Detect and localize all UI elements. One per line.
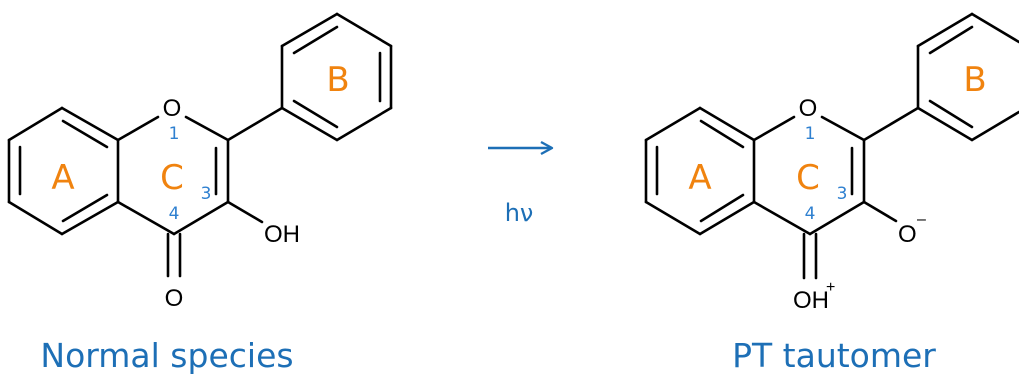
normal-position-1-label: 1 — [169, 124, 180, 144]
pt-ring-c-bonds — [752, 115, 866, 236]
pt-protonated-carbonyl-bond — [802, 232, 818, 280]
pt-tautomer-structure: O O – OH + A C B 1 3 4 — [644, 12, 1019, 314]
pt-plus-charge: + — [826, 279, 835, 296]
normal-carbonyl-oxygen: O — [165, 285, 184, 312]
reaction-arrow — [488, 140, 554, 156]
normal-c2-phenyl-bond — [226, 106, 284, 142]
normal-species-structure: O OH O A C B 1 3 4 — [7, 12, 393, 312]
pt-ring-oxygen: O — [799, 95, 818, 122]
normal-ring-c-label: C — [160, 158, 184, 198]
normal-hydroxyl-label: OH — [264, 221, 300, 248]
normal-ring-c-bonds — [116, 115, 230, 236]
pt-oxide-bond — [862, 200, 898, 223]
normal-position-4-label: 4 — [169, 204, 180, 224]
pt-ring-b-label: B — [963, 60, 986, 100]
pt-position-1-label: 1 — [805, 124, 816, 144]
normal-ring-a-bonds — [7, 106, 120, 236]
normal-species-caption: Normal species — [40, 336, 293, 375]
pt-position-3-label: 3 — [837, 184, 848, 204]
pt-ring-c-label: C — [796, 158, 820, 198]
normal-position-3-label: 3 — [201, 184, 212, 204]
pt-hydroxyl-label: OH — [793, 287, 829, 314]
pt-ring-a-label: A — [688, 158, 711, 198]
pt-ring-a-bonds — [644, 106, 756, 236]
pt-tautomer-caption: PT tautomer — [732, 336, 936, 375]
pt-ring-b-bonds — [916, 12, 1019, 142]
normal-ring-a-label: A — [51, 158, 74, 198]
normal-ring-oxygen: O — [163, 95, 182, 122]
normal-ring-b-bonds — [280, 12, 393, 142]
pt-oxide-oxygen: O — [898, 221, 917, 248]
normal-carbonyl-bond — [166, 232, 182, 278]
pt-position-4-label: 4 — [805, 204, 816, 224]
photon-label: hν — [505, 199, 534, 227]
pt-minus-charge: – — [917, 211, 926, 228]
normal-hydroxyl-bond — [226, 200, 264, 224]
normal-ring-b-label: B — [326, 60, 349, 100]
pt-c2-phenyl-bond — [862, 106, 920, 142]
